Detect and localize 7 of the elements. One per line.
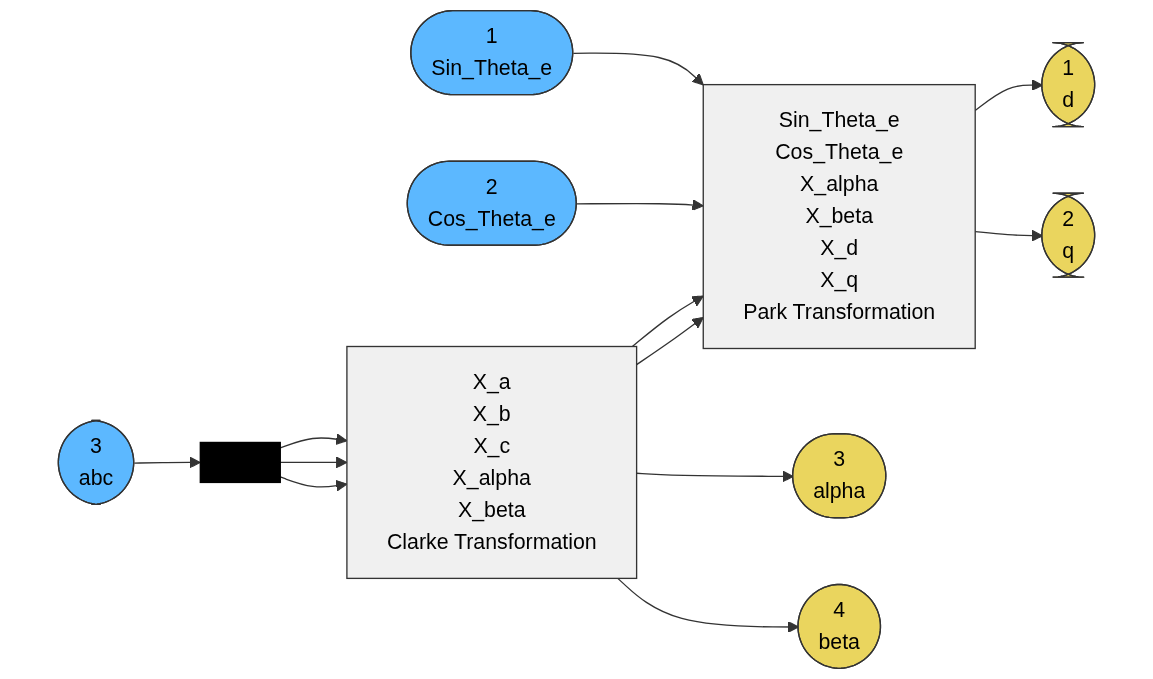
node-box: Sin_Theta_e Cos_Theta_e X_alpha X_beta X_d X_q Park Transformation	[702, 83, 976, 350]
arrow	[631, 295, 704, 348]
arrow	[576, 199, 704, 211]
arrow	[572, 52, 704, 86]
node-box: X_a X_b X_c X_alpha X_beta Clarke Transformation	[346, 345, 638, 580]
arrow	[133, 456, 201, 469]
node-bar	[199, 441, 281, 484]
